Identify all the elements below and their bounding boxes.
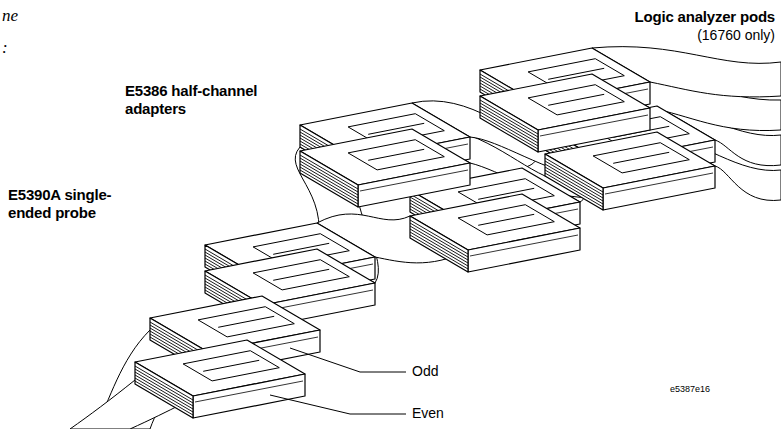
cropped-text: : <box>2 38 8 58</box>
connectors <box>135 48 715 418</box>
part-name: Logic analyzer pods <box>635 8 775 26</box>
probe-head <box>135 340 305 418</box>
ribbon-cables <box>70 47 781 429</box>
part-note: (16760 only) <box>697 27 775 44</box>
half-channel-adapter <box>410 194 580 272</box>
connector-label: Odd <box>412 363 438 380</box>
half-channel-adapter <box>300 129 470 207</box>
cropped-text: ne <box>2 6 18 26</box>
leader-line <box>290 348 406 372</box>
part-name: E5386 half-channel adapters <box>125 82 285 117</box>
figure-id: e5387e16 <box>670 384 710 395</box>
part-name: E5390A single-ended probe <box>8 186 120 221</box>
logic-analyzer-pod <box>480 74 650 152</box>
leader-line <box>270 395 406 414</box>
leader-lines <box>270 348 406 414</box>
connector-label: Even <box>412 405 444 422</box>
